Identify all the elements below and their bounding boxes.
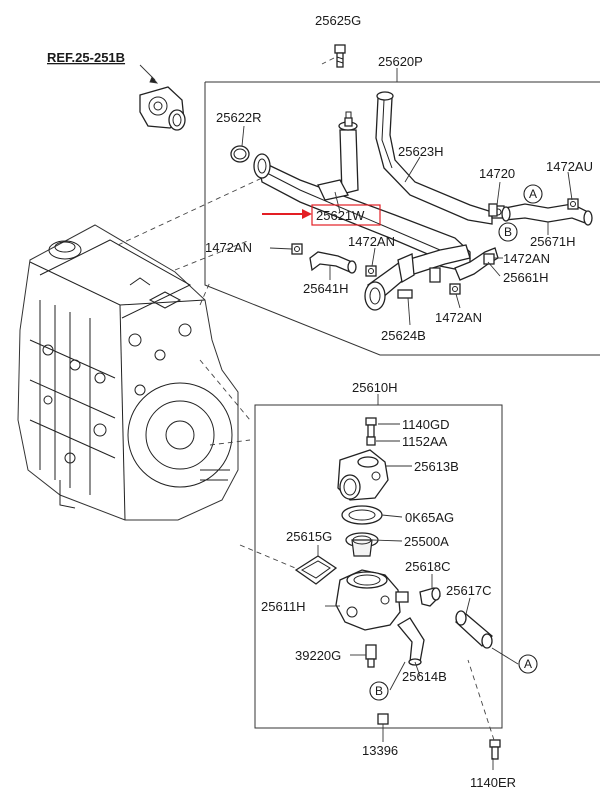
oring-25622R: [230, 145, 250, 163]
label-25618C: 25618C: [405, 559, 451, 574]
connector-25618C: [419, 587, 441, 607]
upper-group-box: [204, 81, 600, 356]
label-1152AA: 1152AA: [402, 434, 448, 449]
label-25622R: 25622R: [216, 110, 262, 125]
svg-text:A: A: [529, 187, 537, 201]
label-39220G: 39220G: [295, 648, 341, 663]
label-0K65AG: 0K65AG: [405, 510, 454, 525]
marker-B-upper: B: [498, 222, 518, 242]
label-25617C: 25617C: [446, 583, 492, 598]
label-25614B: 25614B: [402, 669, 447, 684]
hose-25614B: [397, 617, 425, 666]
label-1140GD: 1140GD: [402, 417, 449, 432]
label-1472AU: 1472AU: [546, 159, 593, 174]
bolt-1140ER: [489, 739, 501, 760]
label-25615G: 25615G: [286, 529, 332, 544]
ref-label[interactable]: REF.25-251B: [47, 50, 125, 65]
hose-25641H: [309, 251, 357, 274]
gasket-0K65AG: [341, 505, 383, 525]
label-25671H: 25671H: [530, 234, 576, 249]
label-25610H: 25610H: [352, 380, 398, 395]
label-14720: 14720: [479, 166, 515, 181]
label-25611H: 25611H: [261, 599, 306, 614]
ref-fitting: [139, 86, 186, 131]
label-1472AN-3: 1472AN: [503, 251, 550, 266]
thermostat-25500A: [345, 532, 379, 557]
housing-25613B: [337, 449, 389, 501]
sleeve-1152AA: [366, 436, 376, 446]
nut-13396: [377, 713, 389, 725]
engine-block: [17, 224, 239, 521]
label-25641H: 25641H: [303, 281, 349, 296]
sensor-39220G: [365, 644, 377, 668]
label-25661H: 25661H: [503, 270, 549, 285]
svg-text:B: B: [504, 225, 512, 239]
marker-B-lower: B: [369, 681, 389, 701]
housing-25611H: [335, 569, 409, 631]
label-25500A: 25500A: [404, 534, 449, 549]
marker-A-upper: A: [523, 184, 543, 204]
clamp-14720: [488, 203, 498, 217]
hose-25671H: [501, 198, 593, 226]
leader-lines-lower: [317, 423, 519, 770]
svg-text:A: A: [524, 657, 532, 671]
leader-lines-upper: [241, 68, 573, 326]
label-1140ER: 1140ER: [470, 775, 516, 790]
label-25623H: 25623H: [398, 144, 444, 159]
bolt-1140GD: [365, 417, 377, 438]
svg-text:B: B: [375, 684, 383, 698]
lower-group-box: [254, 404, 503, 729]
highlight-arrow: [262, 209, 312, 219]
label-25620P: 25620P: [378, 54, 423, 69]
label-25624B: 25624B: [381, 328, 426, 343]
hose-25617C: [455, 610, 493, 649]
label-25621W: 25621W: [316, 208, 365, 223]
pipe-25624B: [364, 244, 471, 311]
label-1472AN-2: 1472AN: [348, 234, 395, 249]
label-25625G: 25625G: [315, 13, 361, 28]
bolt-25625G: [334, 44, 346, 68]
label-1472AN-4: 1472AN: [435, 310, 482, 325]
gasket-25615G: [294, 555, 338, 585]
marker-A-lower: A: [518, 654, 538, 674]
label-13396: 13396: [362, 743, 398, 758]
highlight-box-25621W: [311, 204, 381, 226]
label-25613B: 25613B: [414, 459, 459, 474]
part-labels: REF.25-251B 25625G 25620P 25622R 25623H …: [47, 13, 593, 790]
label-1472AN-1: 1472AN: [205, 240, 252, 255]
